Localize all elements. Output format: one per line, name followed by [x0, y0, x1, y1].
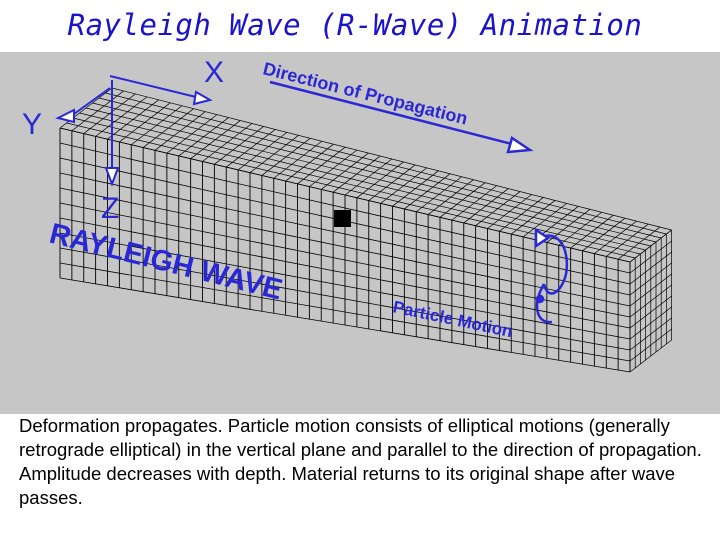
axis-y-arrow	[55, 87, 111, 124]
diagram-panel: X Y Z Direction of Propagation RAYLEIGH …	[0, 52, 720, 414]
particle-orbit-icon	[534, 227, 569, 324]
propagation-arrow	[269, 80, 534, 154]
axis-z-arrow	[104, 80, 120, 187]
axis-x-label: X	[204, 56, 224, 89]
propagation-label: Direction of Propagation	[261, 58, 470, 128]
tracked-particle	[334, 210, 351, 227]
particle-motion-label: Particle Motion	[391, 297, 514, 341]
axis-z-label: Z	[101, 192, 119, 225]
axis-y-label: Y	[22, 108, 42, 141]
grid-block	[59, 87, 672, 373]
axis-x-arrow	[109, 75, 213, 106]
description-text: Deformation propagates. Particle motion …	[19, 415, 702, 508]
rayleigh-wave-diagram: X Y Z Direction of Propagation RAYLEIGH …	[22, 56, 672, 373]
page-title: Rayleigh Wave (R-Wave) Animation	[67, 8, 643, 42]
